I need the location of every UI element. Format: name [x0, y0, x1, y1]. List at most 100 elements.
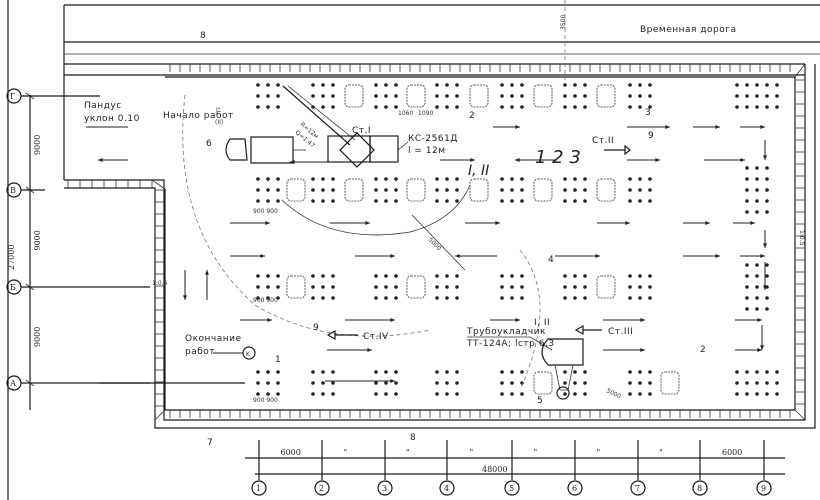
- pile: [384, 177, 388, 181]
- pile: [765, 199, 769, 203]
- pile: [775, 105, 779, 109]
- pile: [583, 83, 587, 87]
- pile: [648, 199, 652, 203]
- pile: [445, 199, 449, 203]
- pile: [384, 285, 388, 289]
- pile: [510, 83, 514, 87]
- pile: [276, 83, 280, 87]
- station-2: Ст.II 9: [592, 131, 654, 156]
- station-2-arrow: [604, 144, 631, 156]
- pile: [638, 94, 642, 98]
- pile-group: [628, 370, 652, 396]
- pile: [745, 263, 749, 267]
- pile: [573, 94, 577, 98]
- truck-body: [250, 136, 294, 164]
- movement-arrows: [98, 125, 767, 383]
- pile: [266, 285, 270, 289]
- pile: [563, 199, 567, 203]
- arrow-head: [715, 125, 720, 129]
- pile: [510, 285, 514, 289]
- pile: [384, 392, 388, 396]
- callout-4: 4: [548, 255, 554, 265]
- pile: [500, 370, 504, 374]
- pile: [735, 381, 739, 385]
- pile: [500, 105, 504, 109]
- pile: [520, 370, 524, 374]
- pile: [321, 177, 325, 181]
- pile-spacing-label-bottom: 900 900: [253, 397, 278, 404]
- pile: [520, 188, 524, 192]
- arrow-head: [640, 318, 645, 322]
- pile: [500, 199, 504, 203]
- pile: [573, 177, 577, 181]
- pile: [384, 94, 388, 98]
- movement-arrow: [763, 262, 767, 290]
- pile: [628, 392, 632, 396]
- start-of-work: Начало работ I° (II): [163, 107, 233, 126]
- station-3-arrow: [574, 324, 602, 336]
- column-axis-label: 2: [319, 484, 324, 493]
- pile: [510, 296, 514, 300]
- pile: [755, 263, 759, 267]
- pile: [735, 105, 739, 109]
- pile: [311, 296, 315, 300]
- pile: [628, 296, 632, 300]
- movement-arrow: [240, 318, 272, 322]
- callout-11: I, II: [534, 318, 550, 328]
- pile: [256, 274, 260, 278]
- pile-group: [374, 370, 398, 396]
- pile: [563, 94, 567, 98]
- pile-group: [256, 370, 280, 396]
- pile-group: [311, 177, 335, 203]
- pile: [638, 274, 642, 278]
- pile: [745, 274, 749, 278]
- pile-group: [628, 274, 652, 300]
- station-4: Ст.IV 9: [313, 323, 389, 342]
- pile: [583, 199, 587, 203]
- arrow-head: [98, 158, 103, 162]
- arrow-head: [470, 158, 475, 162]
- pile: [765, 177, 769, 181]
- movement-arrow: [763, 230, 767, 248]
- pile: [573, 285, 577, 289]
- pile: [435, 370, 439, 374]
- column-axis-bubble: [504, 480, 520, 496]
- pile: [435, 285, 439, 289]
- arrow-head: [763, 243, 767, 248]
- pile: [435, 105, 439, 109]
- movement-arrow: [760, 325, 764, 350]
- pile: [510, 188, 514, 192]
- row-axis-label: Г: [10, 92, 15, 101]
- pile: [455, 105, 459, 109]
- pile: [745, 285, 749, 289]
- pile: [520, 94, 524, 98]
- pile: [455, 392, 459, 396]
- row-axis-label: А: [10, 379, 16, 388]
- pile: [394, 370, 398, 374]
- movement-arrow: [740, 254, 765, 258]
- grillage: [286, 275, 306, 299]
- pile: [628, 177, 632, 181]
- movement-arrow: [327, 348, 372, 352]
- pile: [638, 370, 642, 374]
- pile: [311, 392, 315, 396]
- pile: [276, 188, 280, 192]
- pile: [266, 381, 270, 385]
- pile: [445, 274, 449, 278]
- pile: [394, 94, 398, 98]
- pile: [374, 105, 378, 109]
- pile: [500, 94, 504, 98]
- pile: [755, 188, 759, 192]
- center-roman: I, II: [468, 163, 489, 179]
- pile-group: [563, 177, 587, 203]
- end-label-1: Окончание: [185, 334, 242, 344]
- pipelayer-dimension: 5000: [605, 387, 622, 400]
- pile: [755, 274, 759, 278]
- pile: [394, 83, 398, 87]
- pile: [583, 274, 587, 278]
- pile: [745, 199, 749, 203]
- pile: [573, 370, 577, 374]
- pile: [638, 105, 642, 109]
- pile: [394, 199, 398, 203]
- movement-arrow: [735, 318, 762, 322]
